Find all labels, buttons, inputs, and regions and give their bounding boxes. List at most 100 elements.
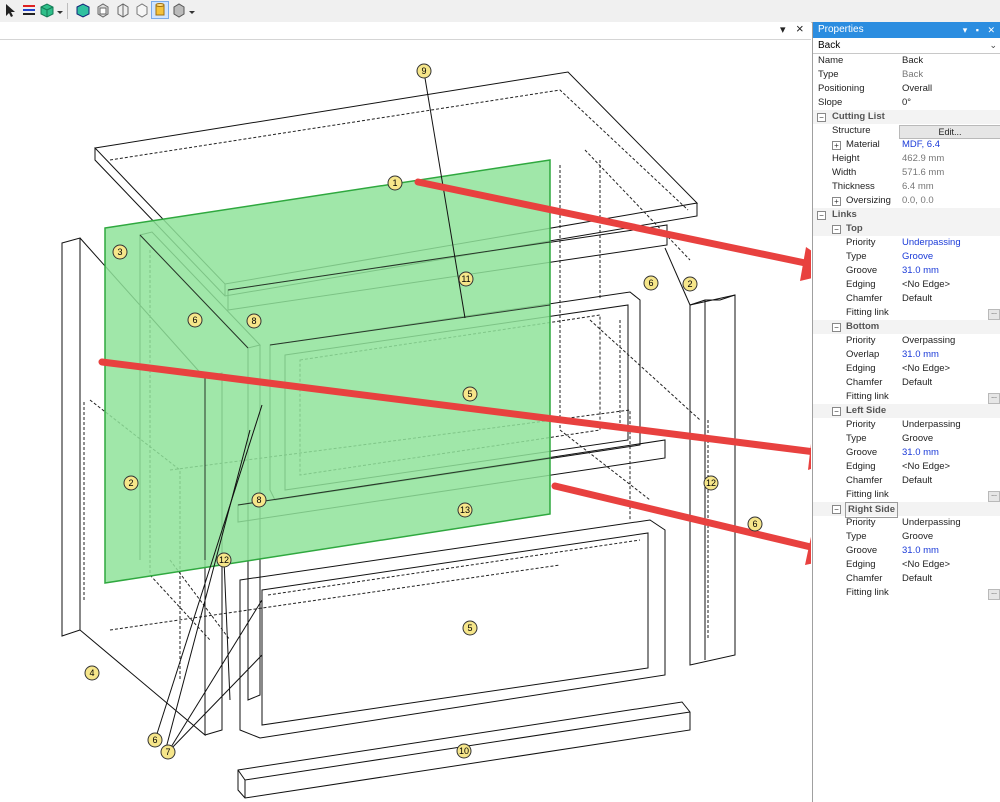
prop-row-right-edging[interactable]: Edging<No Edge> bbox=[813, 558, 1000, 572]
expand-icon[interactable]: + bbox=[832, 141, 841, 150]
object-selector[interactable]: Back ⌄ bbox=[813, 38, 1000, 54]
prop-row-bottom-edging[interactable]: Edging<No Edge> bbox=[813, 362, 1000, 376]
prop-row-left-fitting[interactable]: Fitting link... bbox=[813, 488, 1000, 502]
prop-row-right-fitting[interactable]: Fitting link... bbox=[813, 586, 1000, 600]
section-right-side[interactable]: −Right Side bbox=[813, 502, 1000, 518]
prop-value[interactable]: Groove bbox=[902, 433, 934, 444]
prop-row-bottom-fitting[interactable]: Fitting link... bbox=[813, 390, 1000, 404]
transparent-cube-icon[interactable] bbox=[134, 2, 150, 18]
viewport-close-icon[interactable]: × bbox=[796, 21, 804, 36]
pointer-icon[interactable] bbox=[3, 2, 19, 18]
prop-value: 0.0, 0.0 bbox=[902, 195, 934, 206]
expand-icon[interactable]: + bbox=[832, 197, 841, 206]
fitting-link-button[interactable]: ... bbox=[988, 309, 1000, 320]
prop-value[interactable]: Underpassing bbox=[902, 517, 961, 528]
fitting-link-button[interactable]: ... bbox=[988, 491, 1000, 502]
prop-value[interactable]: Groove bbox=[902, 531, 934, 542]
prop-value[interactable]: Underpassing bbox=[902, 419, 961, 430]
section-left-side[interactable]: −Left Side bbox=[813, 404, 1000, 418]
cube-view-icon[interactable] bbox=[39, 2, 55, 18]
object-selector-value: Back bbox=[818, 40, 841, 51]
callout-6: 6 bbox=[147, 732, 163, 748]
prop-row-positioning[interactable]: Positioning Overall bbox=[813, 82, 1000, 96]
collapse-icon[interactable]: − bbox=[832, 505, 841, 514]
prop-value[interactable]: Default bbox=[902, 377, 933, 388]
prop-value[interactable]: 31.0 mm bbox=[902, 545, 939, 556]
prop-label: Positioning bbox=[818, 83, 865, 94]
prop-value: 6.4 mm bbox=[902, 181, 934, 192]
prop-value[interactable]: 0° bbox=[902, 97, 912, 108]
edit-structure-button[interactable]: Edit... bbox=[899, 125, 1000, 139]
prop-value[interactable]: Back bbox=[902, 55, 924, 66]
color-bars-icon[interactable] bbox=[21, 2, 37, 18]
collapse-icon[interactable]: − bbox=[832, 323, 841, 332]
prop-value[interactable]: <No Edge> bbox=[902, 363, 951, 374]
prop-value[interactable]: Groove bbox=[902, 251, 934, 262]
fitting-link-button[interactable]: ... bbox=[988, 393, 1000, 404]
prop-value[interactable]: <No Edge> bbox=[902, 559, 951, 570]
callout-12: 12 bbox=[703, 475, 719, 491]
3d-viewport[interactable]: 1 2 2 3 4 5 5 6 6 6 6 7 8 8 9 10 11 12 1… bbox=[0, 40, 811, 802]
prop-row-top-fitting[interactable]: Fitting link... bbox=[813, 306, 1000, 320]
prop-value[interactable]: 31.0 mm bbox=[902, 447, 939, 458]
prop-value[interactable]: Default bbox=[902, 293, 933, 304]
section-bottom[interactable]: −Bottom bbox=[813, 320, 1000, 334]
section-cutting-list[interactable]: −Cutting List bbox=[813, 110, 1000, 124]
collapse-icon[interactable]: − bbox=[817, 113, 826, 122]
dropdown-arrow-icon[interactable] bbox=[56, 2, 64, 18]
callout-2: 2 bbox=[123, 475, 139, 491]
section-top[interactable]: −Top bbox=[813, 222, 1000, 236]
prop-value[interactable]: 31.0 mm bbox=[902, 349, 939, 360]
front-cube-icon[interactable] bbox=[95, 2, 111, 18]
iso-cube-icon[interactable] bbox=[75, 2, 91, 18]
collapse-icon[interactable]: − bbox=[832, 225, 841, 234]
prop-row-left-edging[interactable]: Edging<No Edge> bbox=[813, 460, 1000, 474]
prop-value[interactable]: MDF, 6.4 bbox=[902, 139, 941, 150]
panel-controls-icon[interactable]: ▾ ▪ ✕ bbox=[962, 25, 998, 35]
collapse-icon[interactable]: − bbox=[817, 211, 826, 220]
prop-row-top-edging[interactable]: Edging<No Edge> bbox=[813, 278, 1000, 292]
prop-value[interactable]: Default bbox=[902, 573, 933, 584]
collapse-icon[interactable]: − bbox=[832, 407, 841, 416]
prop-value[interactable]: Overall bbox=[902, 83, 933, 94]
viewport-pin-icon[interactable]: ▾ bbox=[780, 24, 786, 36]
prop-label: Fitting link bbox=[846, 307, 889, 318]
solid-cube-icon[interactable] bbox=[171, 2, 187, 18]
section-links[interactable]: −Links bbox=[813, 208, 1000, 222]
prop-value[interactable]: Underpassing bbox=[902, 237, 961, 248]
prop-value[interactable]: <No Edge> bbox=[902, 279, 951, 290]
dropdown-arrow-icon[interactable] bbox=[188, 2, 196, 18]
prop-value[interactable]: Default bbox=[902, 475, 933, 486]
prop-value[interactable]: 31.0 mm bbox=[902, 265, 939, 276]
cylinder-icon[interactable] bbox=[151, 1, 169, 19]
side-cube-icon[interactable] bbox=[115, 2, 131, 18]
fitting-link-button[interactable]: ... bbox=[988, 589, 1000, 600]
prop-value[interactable]: Overpassing bbox=[902, 335, 956, 346]
prop-value[interactable]: <No Edge> bbox=[902, 461, 951, 472]
chevron-down-icon[interactable]: ⌄ bbox=[989, 40, 997, 50]
